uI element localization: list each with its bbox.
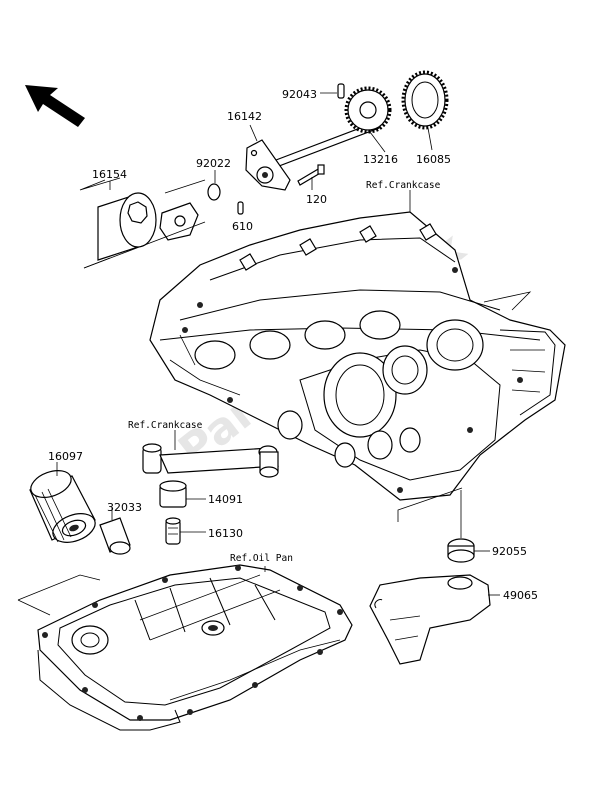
part-120-bolt[interactable] bbox=[297, 164, 325, 186]
label-16142: 16142 bbox=[227, 110, 262, 123]
label-92055: 92055 bbox=[492, 545, 527, 558]
part-16085-gear[interactable] bbox=[401, 70, 449, 130]
part-16097-oil-filter[interactable] bbox=[27, 466, 99, 548]
part-610-pin[interactable] bbox=[237, 201, 244, 215]
label-16154: 16154 bbox=[92, 168, 127, 181]
label-92043: 92043 bbox=[282, 88, 317, 101]
label-ref-crankcase-top: Ref.Crankcase bbox=[366, 180, 441, 191]
label-610: 610 bbox=[232, 220, 253, 233]
crankcase-assembly bbox=[149, 211, 566, 501]
part-oil-pipe-fitting[interactable] bbox=[258, 445, 279, 478]
label-16130: 16130 bbox=[208, 527, 243, 540]
part-13216-pump-shaft-gear[interactable] bbox=[275, 86, 392, 167]
part-92055-seal[interactable] bbox=[447, 538, 475, 563]
oil-pan bbox=[37, 564, 353, 731]
label-ref-crankcase-left: Ref.Crankcase bbox=[128, 420, 203, 431]
label-32033: 32033 bbox=[107, 501, 142, 514]
label-13216: 13216 bbox=[363, 153, 398, 166]
label-49065: 49065 bbox=[503, 589, 538, 602]
part-92043-pin[interactable] bbox=[337, 83, 345, 99]
part-16130-relief-valve[interactable] bbox=[165, 517, 181, 545]
front-arrow-icon bbox=[25, 85, 85, 127]
part-92022-oring[interactable] bbox=[207, 183, 221, 201]
label-ref-oil-pan: Ref.Oil Pan bbox=[230, 553, 293, 564]
part-32033-pipe[interactable] bbox=[99, 517, 131, 555]
part-49065-strainer[interactable] bbox=[369, 574, 491, 665]
part-14091-cap[interactable] bbox=[159, 480, 187, 508]
label-16085: 16085 bbox=[416, 153, 451, 166]
label-120: 120 bbox=[306, 193, 327, 206]
part-16154-rotor[interactable] bbox=[97, 192, 199, 261]
label-16097: 16097 bbox=[48, 450, 83, 463]
label-14091: 14091 bbox=[208, 493, 243, 506]
part-16142-pump-cover[interactable] bbox=[245, 139, 291, 191]
label-92022: 92022 bbox=[196, 157, 231, 170]
